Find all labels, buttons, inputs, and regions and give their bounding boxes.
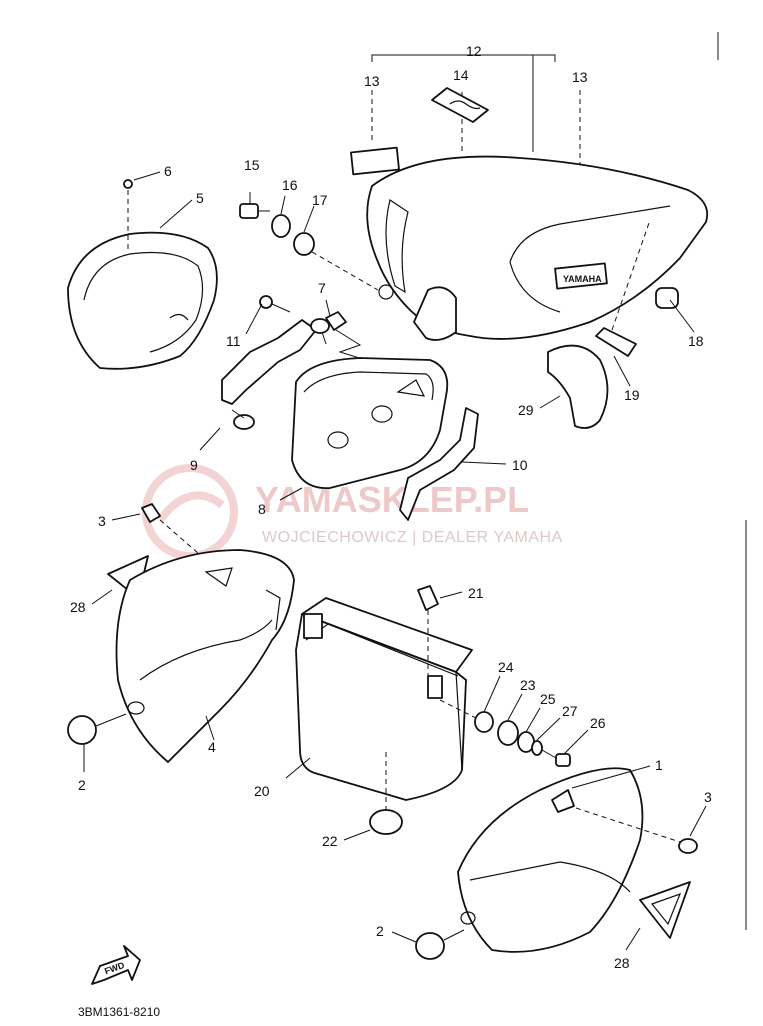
leader-lines bbox=[83, 171, 707, 951]
bolt-11 bbox=[259, 295, 273, 309]
label-5: 5 bbox=[196, 190, 204, 206]
grommet-2-left bbox=[67, 715, 97, 745]
label-19: 19 bbox=[624, 387, 640, 403]
label-3-right: 3 bbox=[704, 789, 712, 805]
pad-19 bbox=[595, 327, 637, 357]
watermark-dealer: WOJCIECHOWICZ | DEALER YAMAHA bbox=[262, 529, 563, 546]
fwd-arrow-icon: FWD bbox=[91, 945, 141, 985]
label-20: 20 bbox=[254, 783, 270, 799]
label-24: 24 bbox=[498, 659, 514, 675]
emblem-28-right bbox=[639, 881, 691, 939]
label-7: 7 bbox=[318, 280, 326, 296]
part-labels: 12 13 14 13 6 5 15 16 17 7 11 18 19 29 9… bbox=[70, 43, 712, 971]
washer-27 bbox=[531, 740, 543, 756]
label-18: 18 bbox=[688, 333, 704, 349]
label-26: 26 bbox=[590, 715, 606, 731]
label-8: 8 bbox=[258, 501, 266, 517]
bolt-15 bbox=[239, 203, 259, 219]
label-6: 6 bbox=[164, 163, 172, 179]
grommet-2-right bbox=[415, 932, 445, 960]
tool-box-8 bbox=[291, 357, 449, 489]
label-2-right: 2 bbox=[376, 923, 384, 939]
bolt-6 bbox=[123, 179, 133, 189]
diagram-code: 3BM1361-8210 bbox=[78, 1005, 160, 1019]
label-16: 16 bbox=[282, 177, 298, 193]
bolt-26 bbox=[555, 753, 571, 767]
tank-badge bbox=[554, 262, 608, 290]
side-cover-1 bbox=[457, 767, 644, 953]
label-1: 1 bbox=[655, 757, 663, 773]
tank-emblem bbox=[431, 87, 489, 123]
watermark-brand: YAMASKLEP.PL bbox=[255, 479, 529, 520]
grommet-17 bbox=[293, 232, 315, 256]
decal-strip bbox=[350, 146, 400, 176]
bolt-3-right bbox=[678, 838, 698, 854]
bracket-10 bbox=[399, 407, 479, 521]
label-22: 22 bbox=[322, 833, 338, 849]
label-15: 15 bbox=[244, 157, 260, 173]
side-cover-4 bbox=[115, 549, 295, 763]
label-11: 11 bbox=[226, 333, 241, 349]
label-4: 4 bbox=[208, 739, 216, 755]
collar-24 bbox=[474, 711, 494, 733]
clip-21 bbox=[417, 585, 439, 611]
label-10: 10 bbox=[512, 457, 528, 473]
label-21: 21 bbox=[468, 585, 484, 601]
fuel-tank: YAMAHA bbox=[366, 155, 709, 341]
label-25: 25 bbox=[540, 691, 556, 707]
bracket-9 bbox=[221, 318, 330, 430]
label-28-left: 28 bbox=[70, 599, 86, 615]
watermark: YAMASKLEP.PL WOJCIECHOWICZ | DEALER YAMA… bbox=[142, 464, 563, 560]
label-28-right: 28 bbox=[614, 955, 630, 971]
grommet-23 bbox=[497, 720, 519, 746]
collar-16 bbox=[271, 214, 291, 238]
clip-7 bbox=[325, 311, 347, 331]
battery-box-20 bbox=[295, 597, 473, 810]
label-2-left: 2 bbox=[78, 777, 86, 793]
label-3-left: 3 bbox=[98, 513, 106, 529]
side-cover-5 bbox=[67, 179, 218, 370]
box-clip bbox=[303, 613, 323, 639]
label-13-left: 13 bbox=[364, 73, 380, 89]
cover-29 bbox=[547, 344, 609, 429]
grommet-18 bbox=[655, 287, 679, 309]
label-13-right: 13 bbox=[572, 69, 588, 85]
label-23: 23 bbox=[520, 677, 536, 693]
tank-badge-text: YAMAHA bbox=[563, 274, 602, 284]
grommet-22 bbox=[369, 809, 403, 835]
label-14: 14 bbox=[453, 67, 469, 83]
label-27: 27 bbox=[562, 703, 578, 719]
label-12: 12 bbox=[466, 43, 482, 59]
label-9: 9 bbox=[190, 457, 198, 473]
label-17: 17 bbox=[312, 192, 328, 208]
label-29: 29 bbox=[518, 402, 534, 418]
bolt-3-left bbox=[141, 503, 161, 523]
